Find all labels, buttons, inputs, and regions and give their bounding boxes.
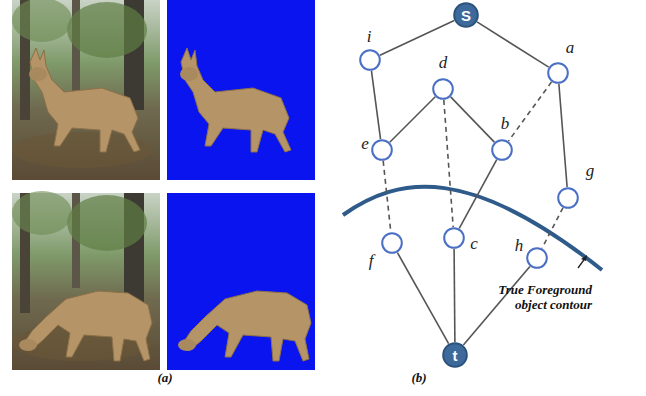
graph-edge	[508, 82, 551, 141]
foreground-contour	[343, 187, 602, 270]
node-letter: e	[361, 135, 369, 152]
node-letter: c	[470, 235, 478, 252]
graph-edge	[453, 249, 455, 342]
graph-node: i	[359, 49, 381, 71]
node-letter: f	[369, 252, 374, 269]
node-circle	[381, 232, 403, 254]
graph-node: e	[371, 139, 393, 161]
graph-node: h	[526, 247, 548, 269]
graph-edge	[397, 253, 448, 344]
leader-arrowhead	[581, 255, 587, 261]
node-circle	[491, 139, 513, 161]
terminal-node: t	[442, 342, 468, 368]
node-letter: i	[367, 28, 372, 45]
node-circle	[371, 139, 393, 161]
graph-edge	[371, 71, 380, 139]
node-circle	[432, 78, 454, 100]
terminal-letter: t	[453, 348, 458, 363]
panel-label: (b)	[404, 371, 434, 386]
graph-node: g	[557, 187, 579, 209]
graph-node: f	[381, 232, 403, 254]
node-letter: b	[501, 115, 510, 132]
graph-edge	[390, 97, 435, 142]
graph-edge	[542, 208, 563, 248]
terminal-node: S	[453, 2, 479, 28]
graph-edge	[459, 160, 496, 229]
node-letter: a	[566, 39, 575, 56]
graph-node: d	[432, 78, 454, 100]
node-circle	[443, 227, 465, 249]
graph-node: b	[491, 139, 513, 161]
graph-edge	[451, 97, 495, 142]
annotation-label: True Foreground object contour	[482, 283, 592, 313]
node-letter: d	[439, 54, 448, 71]
graph-edge	[444, 100, 453, 227]
panel-label: (a)	[150, 371, 180, 386]
graph-edge	[383, 161, 391, 232]
terminal-letter: S	[461, 8, 471, 23]
node-circle	[557, 187, 579, 209]
node-letter: g	[586, 162, 595, 179]
graph-node: c	[443, 227, 465, 249]
graph-node: a	[547, 62, 569, 84]
node-circle	[526, 247, 548, 269]
graph-edge	[477, 22, 549, 67]
graph-edge	[380, 21, 454, 56]
graph-edge	[559, 84, 567, 187]
node-circle	[547, 62, 569, 84]
node-letter: h	[515, 237, 524, 254]
node-circle	[359, 49, 381, 71]
